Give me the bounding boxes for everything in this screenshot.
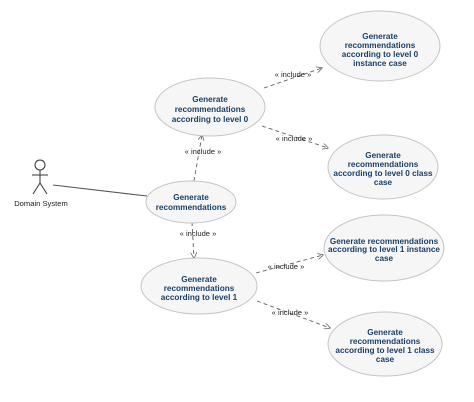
use-case-label: according to level 1 class	[335, 346, 435, 355]
include-level1-to-level1-class: « include »	[256, 300, 330, 328]
use-case-generate-recommendations[interactable]: Generate recommendations	[145, 180, 237, 224]
use-case-label: Generate	[192, 95, 228, 104]
use-case-label: recommendations	[348, 160, 419, 169]
include-label: « include »	[275, 70, 312, 79]
use-case-level1[interactable]: Generate recommendations according to le…	[140, 257, 258, 315]
include-arrow	[263, 68, 322, 89]
include-arrow	[255, 255, 323, 274]
use-case-label: recommendations	[350, 337, 421, 346]
association-line	[52, 184, 148, 197]
use-case-label: case	[376, 355, 395, 364]
include-label: « include »	[180, 229, 217, 238]
use-case-level0-class[interactable]: Generate recommendations according to le…	[327, 134, 439, 200]
use-case-label: Generate	[365, 151, 401, 160]
use-case-label: case	[374, 178, 393, 187]
include-arrow	[192, 221, 194, 258]
include-level0-to-level0-class: « include »	[261, 125, 328, 148]
use-case-label: Generate recommendations	[330, 237, 439, 246]
use-case-level0[interactable]: Generate recommendations according to le…	[154, 77, 266, 137]
use-case-label: Generate	[181, 275, 217, 284]
use-case-label: recommendations	[164, 284, 235, 293]
use-case-label: case	[375, 254, 394, 263]
use-case-label: according to level 0	[172, 115, 249, 124]
include-main-to-level1: « include »	[180, 221, 217, 258]
use-case-level1-instance[interactable]: Generate recommendations according to le…	[323, 214, 445, 282]
include-label: « include »	[272, 308, 309, 317]
include-main-to-level0: « include »	[185, 135, 222, 182]
include-level1-to-level1-instance: « include »	[255, 255, 323, 274]
use-case-label: according to level 0	[342, 50, 419, 59]
actor-stick-figure-icon	[32, 159, 48, 195]
use-case-label: Generate	[362, 32, 398, 41]
include-arrow	[256, 300, 330, 328]
include-label: « include »	[276, 134, 313, 143]
use-case-label: according to level 1	[161, 293, 238, 302]
use-case-label: recommendations	[345, 41, 416, 50]
use-case-label: Generate	[173, 193, 209, 202]
actor-domain-system[interactable]: Domain System	[14, 159, 68, 208]
use-case-label: according to level 0 class	[333, 169, 433, 178]
use-case-label: recommendations	[156, 203, 227, 212]
use-case-label: recommendations	[175, 105, 246, 114]
include-level0-to-level0-instance: « include »	[263, 68, 322, 89]
include-label: « include »	[185, 147, 222, 156]
include-arrow	[261, 125, 328, 148]
include-arrow	[193, 135, 202, 182]
use-case-label: Generate	[367, 328, 403, 337]
use-case-label: according to level 1 instance	[328, 245, 440, 254]
actor-label: Domain System	[14, 199, 68, 208]
use-case-level1-class[interactable]: Generate recommendations according to le…	[327, 311, 443, 377]
include-label: « include »	[268, 262, 305, 271]
use-case-level0-instance[interactable]: Generate recommendations according to le…	[319, 10, 441, 82]
use-case-label: instance case	[353, 59, 407, 68]
